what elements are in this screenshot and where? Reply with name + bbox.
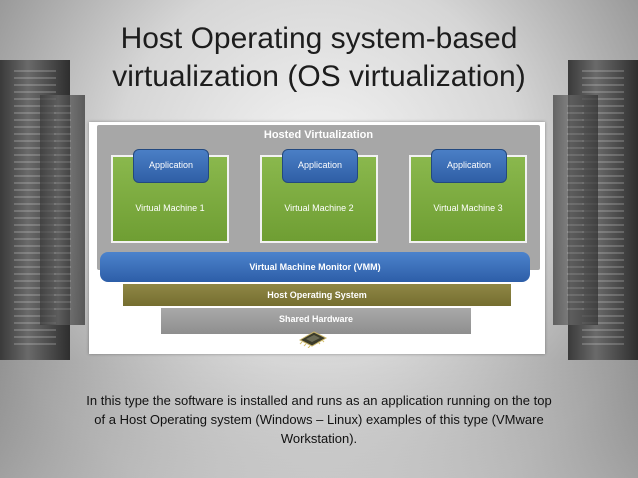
- caption-line-1: In this type the software is installed a…: [86, 393, 552, 408]
- hosted-virtualization-title: Hosted Virtualization: [263, 129, 374, 141]
- floor: [0, 358, 638, 478]
- shared-hardware-layer: Shared Hardware: [161, 308, 471, 334]
- slide-title-line-1: Host Operating system-based: [120, 22, 518, 55]
- host-os-layer: Host Operating System: [123, 284, 511, 306]
- vmm-layer: Virtual Machine Monitor (VMM): [100, 252, 530, 282]
- virtual-machine-2-label: Virtual Machine 2: [284, 203, 354, 213]
- server-rack-right-back: [553, 95, 598, 325]
- slide-title-line-2: virtualization (OS virtualization): [112, 60, 526, 93]
- virtual-machine-1: Application Virtual Machine 1: [111, 149, 229, 243]
- slide-title: Host Operating system-based virtualizati…: [40, 20, 598, 96]
- application-box-1: Application: [133, 149, 209, 183]
- virtual-machine-1-label: Virtual Machine 1: [135, 203, 205, 213]
- slide-caption: In this type the software is installed a…: [30, 391, 608, 448]
- virtual-machine-3: Application Virtual Machine 3: [409, 149, 527, 243]
- cpu-chip-icon: [298, 331, 328, 348]
- caption-line-2: of a Host Operating system (Windows – Li…: [94, 412, 544, 427]
- hosted-virtualization-box: Hosted Virtualization Application Virtua…: [97, 125, 540, 270]
- server-rack-left-back: [40, 95, 85, 325]
- virtual-machine-3-label: Virtual Machine 3: [433, 203, 503, 213]
- virtual-machine-2: Application Virtual Machine 2: [260, 149, 378, 243]
- application-box-3: Application: [431, 149, 507, 183]
- hosted-virtualization-diagram: Hosted Virtualization Application Virtua…: [89, 122, 545, 354]
- caption-line-3: Workstation).: [280, 431, 358, 446]
- application-box-2: Application: [282, 149, 358, 183]
